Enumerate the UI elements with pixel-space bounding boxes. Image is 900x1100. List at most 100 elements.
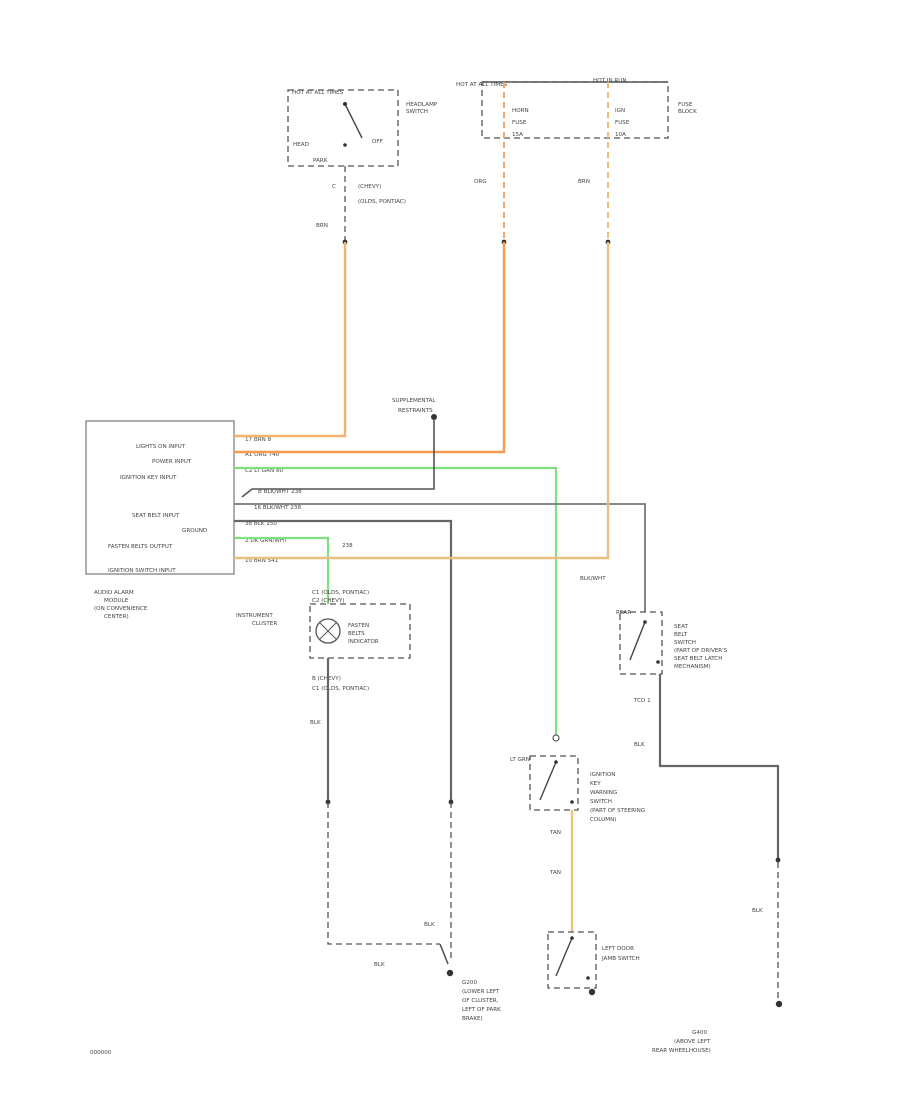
ground1-wire-label: BLK [424,922,435,928]
seat-belt-switch-blade [629,621,646,661]
ignition-name-3: WARNING [590,790,617,796]
sir-label-1: SUPPLEMENTAL [392,398,436,404]
module-output-fasten: FASTEN BELTS OUTPUT [108,544,173,550]
headlamp-connector-note-2: (OLDS, PONTIAC) [358,199,406,205]
ignition-wire-mid: TAN [549,830,561,836]
g200-name-2: (LOWER LEFT [462,989,500,995]
wire-fasten-belts [234,536,330,604]
door-jamb-box [547,931,597,989]
ignition-name-2: KEY [590,781,601,787]
g200-ground-icon [446,969,454,977]
ignition-connector-icon [552,734,560,742]
g200-name-1: G200 [462,980,477,986]
indicator-label-3: INDICATOR [348,639,379,645]
wire-power [234,242,506,454]
door-jamb-ground-icon [588,988,596,996]
indicator-label-1: FASTEN [348,623,369,629]
headlamp-switch-pivot [343,102,347,106]
cluster-connector-1: C1 (OLDS, PONTIAC) [312,590,369,596]
g200-name-5: BRAKE) [462,1016,483,1022]
wire-ignition-switch [234,242,610,560]
cluster-box [309,603,411,659]
seat-belt-sub-label: REAR [616,610,631,616]
seat-belt-name-6: MECHANISM) [674,664,711,670]
module-name-1: AUDIO ALARM [94,590,134,596]
headlamp-head-label: HEAD [293,142,309,148]
pin-label-1: 17 BRN 8 [245,437,272,443]
wire-lights-on [234,242,347,438]
headlamp-switch-contact [343,143,347,147]
ignition-wire-top: LT GRN [510,757,530,763]
module-box [85,420,235,575]
fuse2-line3: 10A [615,132,626,138]
door-jamb-pivot [570,936,574,940]
pin-label-5: 16 BLK/WHT 238 [254,505,301,511]
headlamp-off-label: OFF [372,139,383,145]
seat-belt-name-5: SEAT BELT LATCH [674,656,722,662]
g400-name-1: G400 [692,1030,707,1036]
fuse1-line2: FUSE [512,120,527,126]
fuse1-line3: 15A [512,132,523,138]
wire-ground [234,519,453,800]
module-input-lights: LIGHTS ON INPUT [136,444,186,450]
fuse-block-name-2: BLOCK [678,109,697,115]
fasten-belts-bulb-icon [315,618,341,644]
door-jamb-contact [586,976,590,980]
seat-belt-name-4: (PART OF DRIVER'S [674,648,728,654]
pin-label-8: 10 BRN 541 [245,558,279,564]
g200-name-4: LEFT OF PARK [462,1007,501,1013]
door-jamb-name-2: JAMB SWITCH [601,956,640,962]
pin-label-6: 38 BLK 150 [245,521,277,527]
ground1-wire2-label: BLK [374,962,385,968]
ignition-name-4: SWITCH [590,799,612,805]
fuse2-line2: FUSE [615,120,630,126]
g200-name-3: OF CLUSTER, [462,998,499,1004]
indicator-label-2: BELTS [348,631,365,637]
audio-alarm-module: LIGHTS ON INPUT POWER INPUT IGNITION KEY… [85,420,235,620]
sir-label-2: RESTRAINTS [398,408,433,414]
g400-name-2: (ABOVE LEFT [674,1039,711,1045]
headlamp-hot-label: HOT AT ALL TIMES [292,90,344,96]
seat-belt-switch-contact [656,660,660,664]
instrument-cluster: C1 (OLDS, PONTIAC) C2 (CHEVY) INSTRUMENT… [236,590,411,726]
seat-belt-switch: BLK/WHT REAR SEAT BELT SWITCH (PART OF D… [580,576,728,748]
g400-name-3: REAR WHEELHOUSE) [652,1048,711,1054]
ground-join [439,943,449,965]
pin-label-7: 2 DK GRN/WHT [245,538,288,544]
bulb-filament-2 [319,622,337,640]
seat-belt-name-3: SWITCH [674,640,696,646]
fuse-hot-label: HOT AT ALL TIMES [456,82,508,88]
sir-terminal [431,414,437,420]
headlamp-park-label: PARK [313,158,328,164]
cluster-name-2: CLUSTER [252,621,277,627]
seat-belt-wire-top: BLK/WHT [580,576,606,582]
pin-label-4: B BLK/WHT 238 [258,489,302,495]
fuse-wire1-label: ORG [474,179,487,185]
door-jamb-name-1: LEFT DOOR [602,946,634,952]
wire-seat-belt [234,503,646,612]
seat-belt-name-2: BELT [674,632,688,638]
cluster-lower-connector-2: C1 (OLDS, PONTIAC) [312,686,369,692]
door-jamb-switch: LEFT DOOR JAMB SWITCH [547,931,640,996]
module-input-ignition-key: IGNITION KEY INPUT [120,475,177,481]
cluster-connector-2: C2 (CHEVY) [312,598,345,604]
ignition-wire-bottom: TAN [549,870,561,876]
wire-ignition-key [234,466,558,735]
door-jamb-blade [555,937,573,977]
headlamp-switch-name-2: SWITCH [406,109,428,115]
module-name-3: (ON CONVENIENCE [94,606,148,612]
headlamp-switch: HOT AT ALL TIMES HEAD PARK OFF HEADLAMP … [287,89,438,229]
fuse2-line1: IGN [615,108,625,114]
seat-belt-wire-label: BLK [634,742,645,748]
ignition-name-6: COLUMN) [590,817,616,823]
module-input-power: POWER INPUT [152,459,192,465]
pin-label-3: C2 LT GRN 80 [245,468,284,474]
g400-ground-icon [775,1000,783,1008]
headlamp-wire-label: BRN [316,223,328,229]
ignition-switch-box [529,755,579,811]
fuse-block-name-1: FUSE [678,102,693,108]
headlamp-connector-note-1: (CHEVY) [358,184,381,190]
fuse1-line1: HORN [512,108,529,114]
ground2-wire-label: BLK [752,908,763,914]
